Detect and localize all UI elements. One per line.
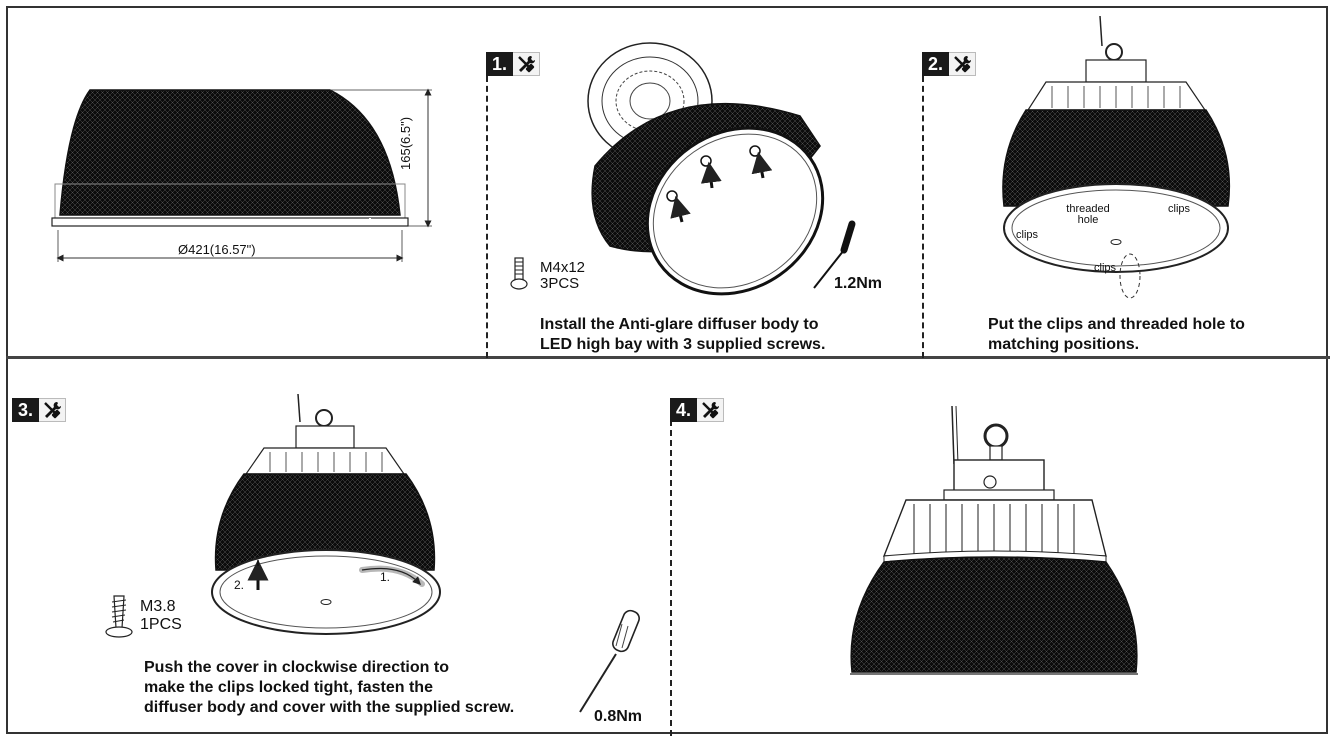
step3-caption-line2: make the clips locked tight, fasten the	[144, 679, 433, 696]
step1-divider	[486, 76, 488, 358]
clips-label-bottom: clips	[1094, 262, 1117, 274]
clips-label-right: clips	[1168, 203, 1191, 215]
step2-number: 2.	[922, 52, 950, 76]
threaded-hole-label: threaded hole	[1066, 203, 1110, 226]
step3-number: 3.	[12, 398, 40, 422]
step1-illustration	[587, 42, 825, 296]
step1-screw-qty: 3PCS	[540, 275, 580, 292]
step1-torque: 1.2Nm	[834, 275, 883, 292]
step3-caption-line1: Push the cover in clockwise direction to	[144, 659, 449, 676]
dimension-drawing	[51, 88, 432, 262]
step4-number: 4.	[670, 398, 698, 422]
width-dimension-label: Ø421(16.57")	[178, 242, 256, 257]
step4-badge: 4.	[670, 398, 725, 422]
wrench-screwdriver-icon	[39, 398, 67, 422]
step3-torque: 0.8Nm	[594, 708, 643, 725]
wrench-screwdriver-icon	[513, 52, 541, 76]
step4-illustration	[850, 405, 1138, 675]
wrench-screwdriver-icon	[949, 52, 977, 76]
step1-caption-line2: LED high bay with 3 supplied screws.	[540, 336, 826, 353]
step3-screw-qty: 1PCS	[140, 616, 182, 633]
step3-screw-size: M3.8	[140, 598, 176, 615]
step3-caption: Push the cover in clockwise direction to…	[144, 658, 514, 718]
step2-caption-line1: Put the clips and threaded hole to	[988, 316, 1245, 333]
step2-illustration	[1002, 15, 1231, 299]
height-dimension-label: 165(6.5")	[398, 116, 413, 170]
wrench-screwdriver-icon	[697, 398, 725, 422]
step4-divider	[670, 420, 672, 736]
step2-divider	[922, 76, 924, 358]
step2-caption-line2: matching positions.	[988, 336, 1140, 353]
step1-caption: Install the Anti-glare diffuser body to …	[540, 315, 825, 355]
step2-badge: 2.	[922, 52, 977, 76]
step1-number: 1.	[486, 52, 514, 76]
step3-illustration	[211, 393, 441, 635]
row-separator	[6, 356, 1330, 359]
step1-badge: 1.	[486, 52, 541, 76]
step1-caption-line1: Install the Anti-glare diffuser body to	[540, 316, 819, 333]
step2-caption: Put the clips and threaded hole to match…	[988, 315, 1245, 355]
diagram-frame	[6, 6, 1328, 734]
step3-badge: 3.	[12, 398, 67, 422]
step1-screw-size: M4x12	[540, 259, 586, 276]
step3-sub-step-2: 2.	[234, 578, 245, 592]
clips-label-left: clips	[1016, 229, 1039, 241]
step3-caption-line3: diffuser body and cover with the supplie…	[144, 699, 515, 716]
step3-sub-step-1: 1.	[380, 570, 391, 584]
